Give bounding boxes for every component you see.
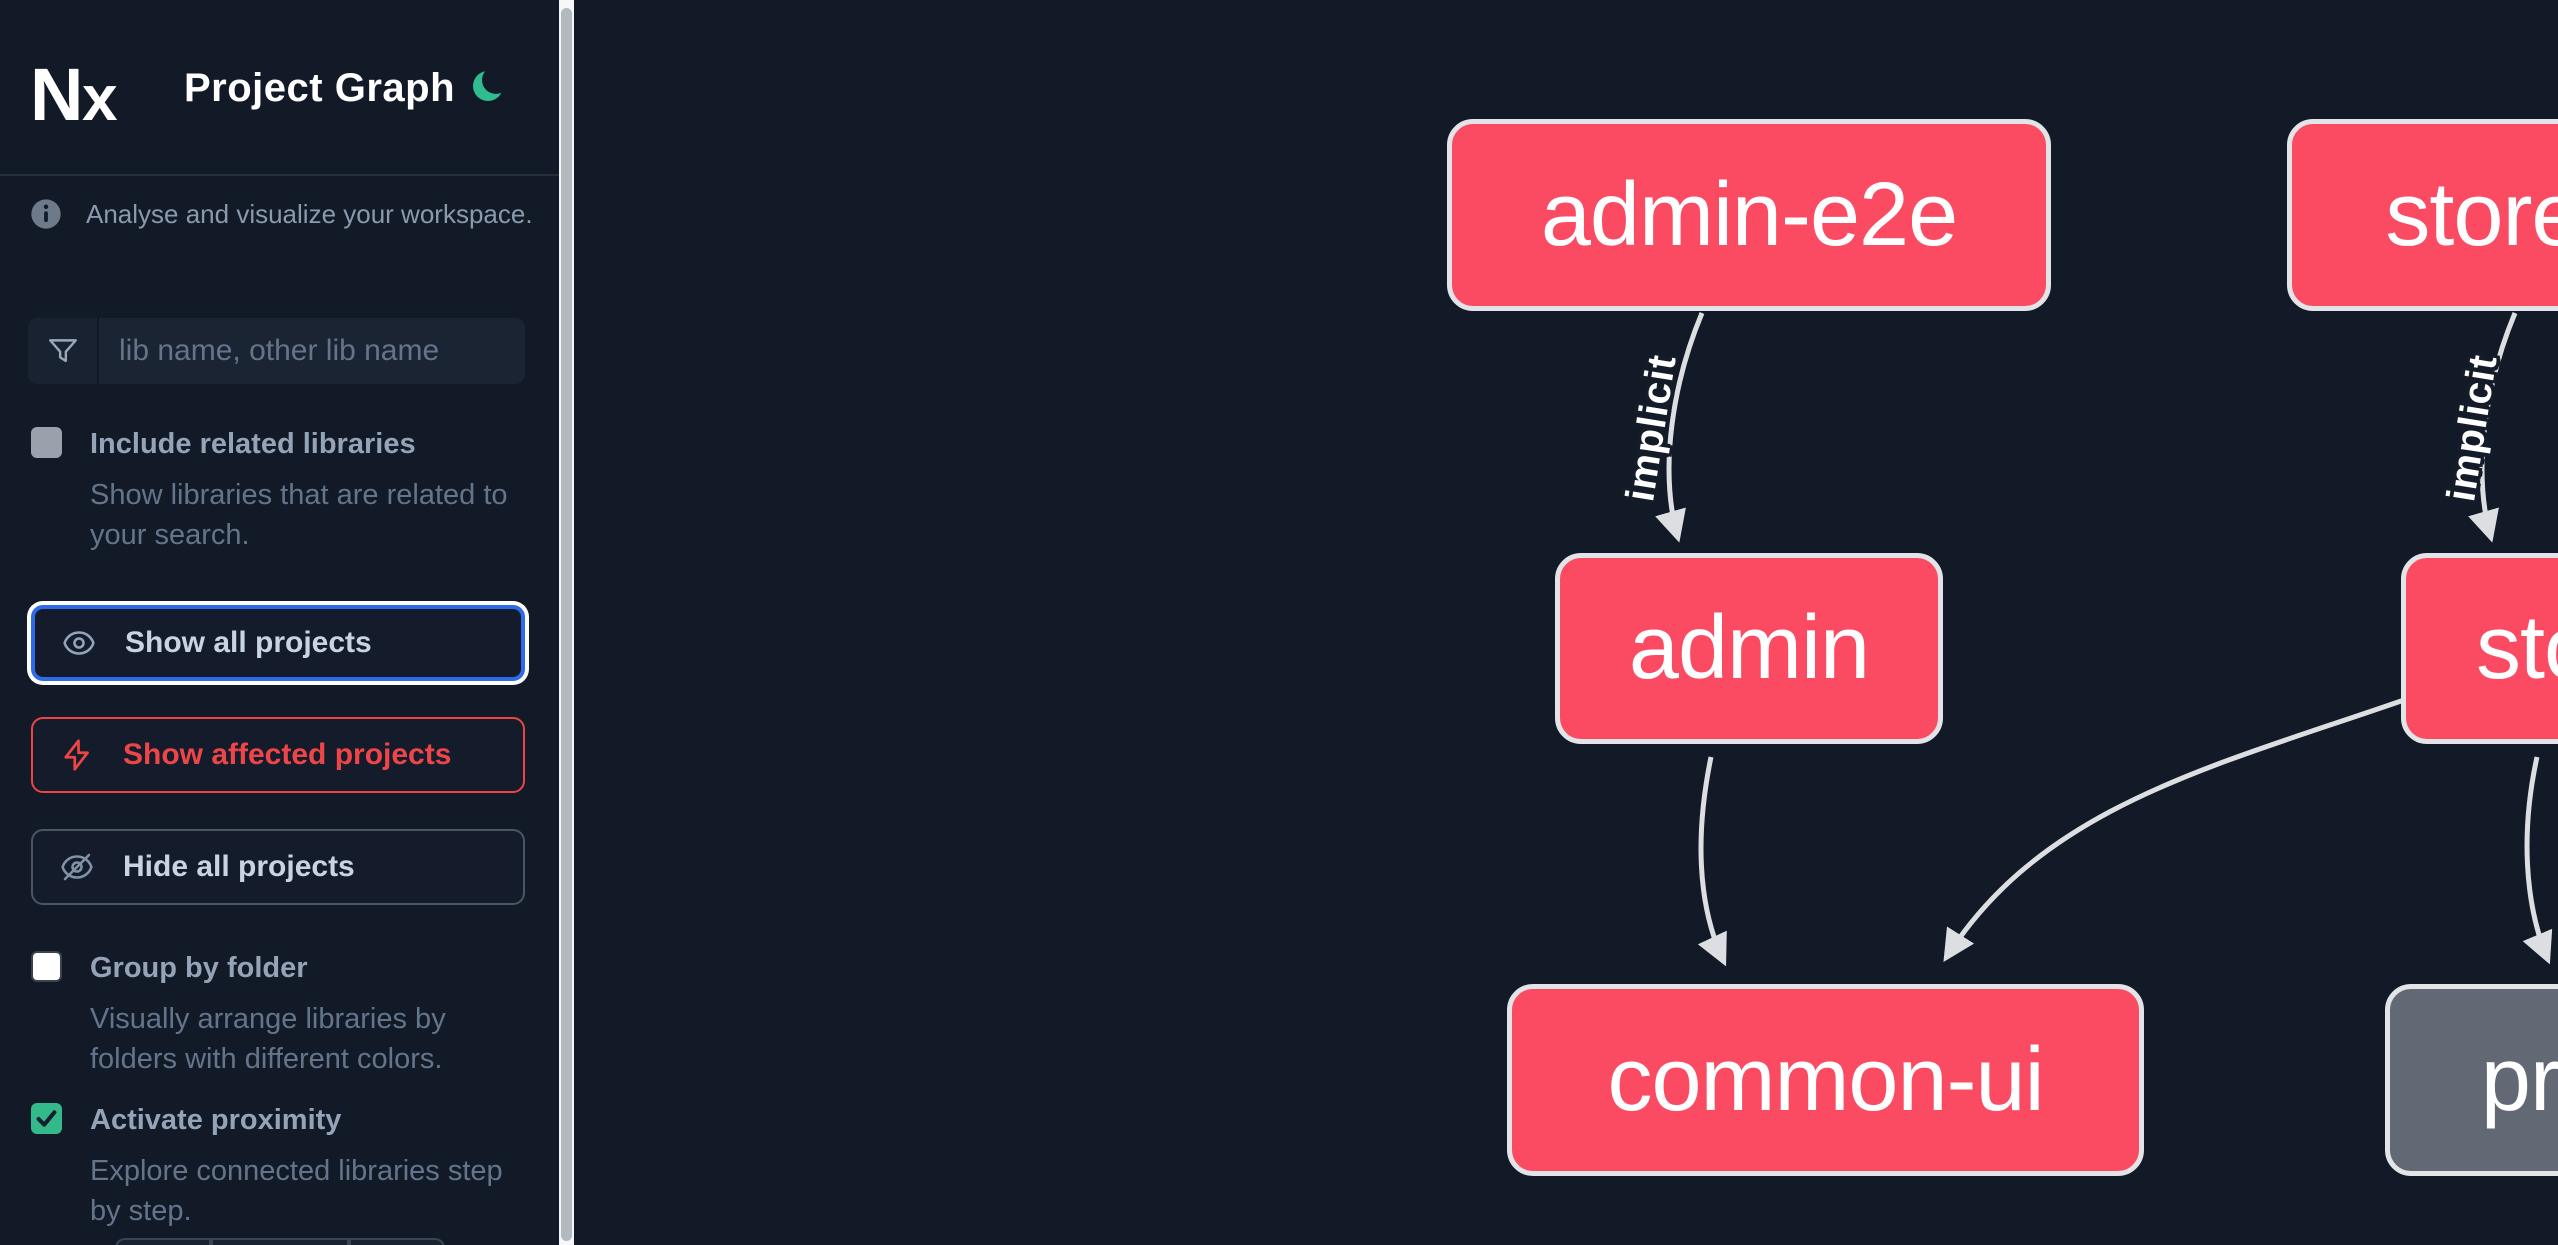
edge-label-implicit: implicit	[2439, 351, 2506, 505]
proximity-depth-control[interactable]	[115, 1238, 445, 1245]
workspace-info: Analyse and visualize your workspace.	[30, 198, 533, 230]
checkbox-activate-proximity-box[interactable]	[31, 1103, 62, 1134]
filter-icon	[48, 339, 77, 363]
show-all-projects-button[interactable]: Show all projects	[31, 605, 525, 681]
edge-admin-common-ui	[1697, 756, 1727, 967]
show-affected-projects-button[interactable]: Show affected projects	[31, 717, 525, 793]
checkbox-include-related-box[interactable]	[31, 427, 62, 458]
checkbox-description: Explore connected libraries step by step…	[90, 1155, 503, 1227]
node-admin[interactable]: admin	[1555, 553, 1943, 744]
sidebar-subtitle: Analyse and visualize your workspace.	[86, 198, 533, 229]
edge-store-products	[2522, 756, 2553, 965]
check-icon	[36, 1110, 57, 1127]
svg-text:x: x	[82, 62, 118, 134]
sidebar-header: N x Project Graph	[0, 0, 559, 176]
button-label: Show all projects	[125, 626, 372, 659]
checkbox-description: Show libraries that are related to your …	[90, 479, 508, 551]
checkbox-description: Visually arrange libraries by folders wi…	[90, 1003, 446, 1075]
edge-store-common-ui	[1943, 697, 2405, 963]
proximity-decrement-button[interactable]	[115, 1238, 211, 1245]
node-common-ui[interactable]: common-ui	[1507, 984, 2144, 1176]
sidebar-scrollbar-track[interactable]	[559, 0, 574, 1245]
eye-icon	[63, 631, 95, 655]
checkbox-group-by-folder-box[interactable]	[31, 951, 62, 982]
bolt-icon	[64, 739, 89, 771]
checkbox-label: Group by folder	[90, 952, 308, 984]
edge-label-implicit: implicit	[1618, 351, 1685, 505]
checkbox-label: Include related libraries	[90, 428, 416, 460]
node-products[interactable]: products	[2385, 984, 2558, 1176]
svg-text:N: N	[30, 58, 79, 134]
search-box	[28, 318, 525, 384]
sidebar: N x Project Graph Analyse and visualize …	[0, 0, 559, 1245]
eye-off-icon	[61, 853, 93, 881]
proximity-increment-button[interactable]	[349, 1238, 445, 1245]
sidebar-scrollbar-thumb[interactable]	[561, 8, 572, 1241]
button-label: Show affected projects	[123, 738, 452, 771]
button-label: Hide all projects	[123, 850, 355, 883]
proximity-value	[211, 1238, 349, 1245]
info-icon	[31, 199, 61, 229]
search-input[interactable]	[99, 318, 525, 384]
node-admin-e2e[interactable]: admin-e2e	[1447, 119, 2051, 311]
page-title: Project Graph	[184, 66, 456, 110]
moon-icon	[473, 66, 510, 101]
hide-all-projects-button[interactable]: Hide all projects	[31, 829, 525, 905]
node-store-e2e[interactable]: store-e2e	[2287, 119, 2558, 311]
node-store[interactable]: store	[2401, 553, 2558, 744]
theme-toggle-button[interactable]	[470, 66, 510, 106]
graph-canvas[interactable]: implicit implicit admin-e2e store-e2e ad…	[574, 0, 2558, 1245]
checkbox-label: Activate proximity	[90, 1104, 342, 1136]
nx-logo: N x	[30, 58, 134, 134]
filter-icon-cell	[28, 318, 99, 384]
